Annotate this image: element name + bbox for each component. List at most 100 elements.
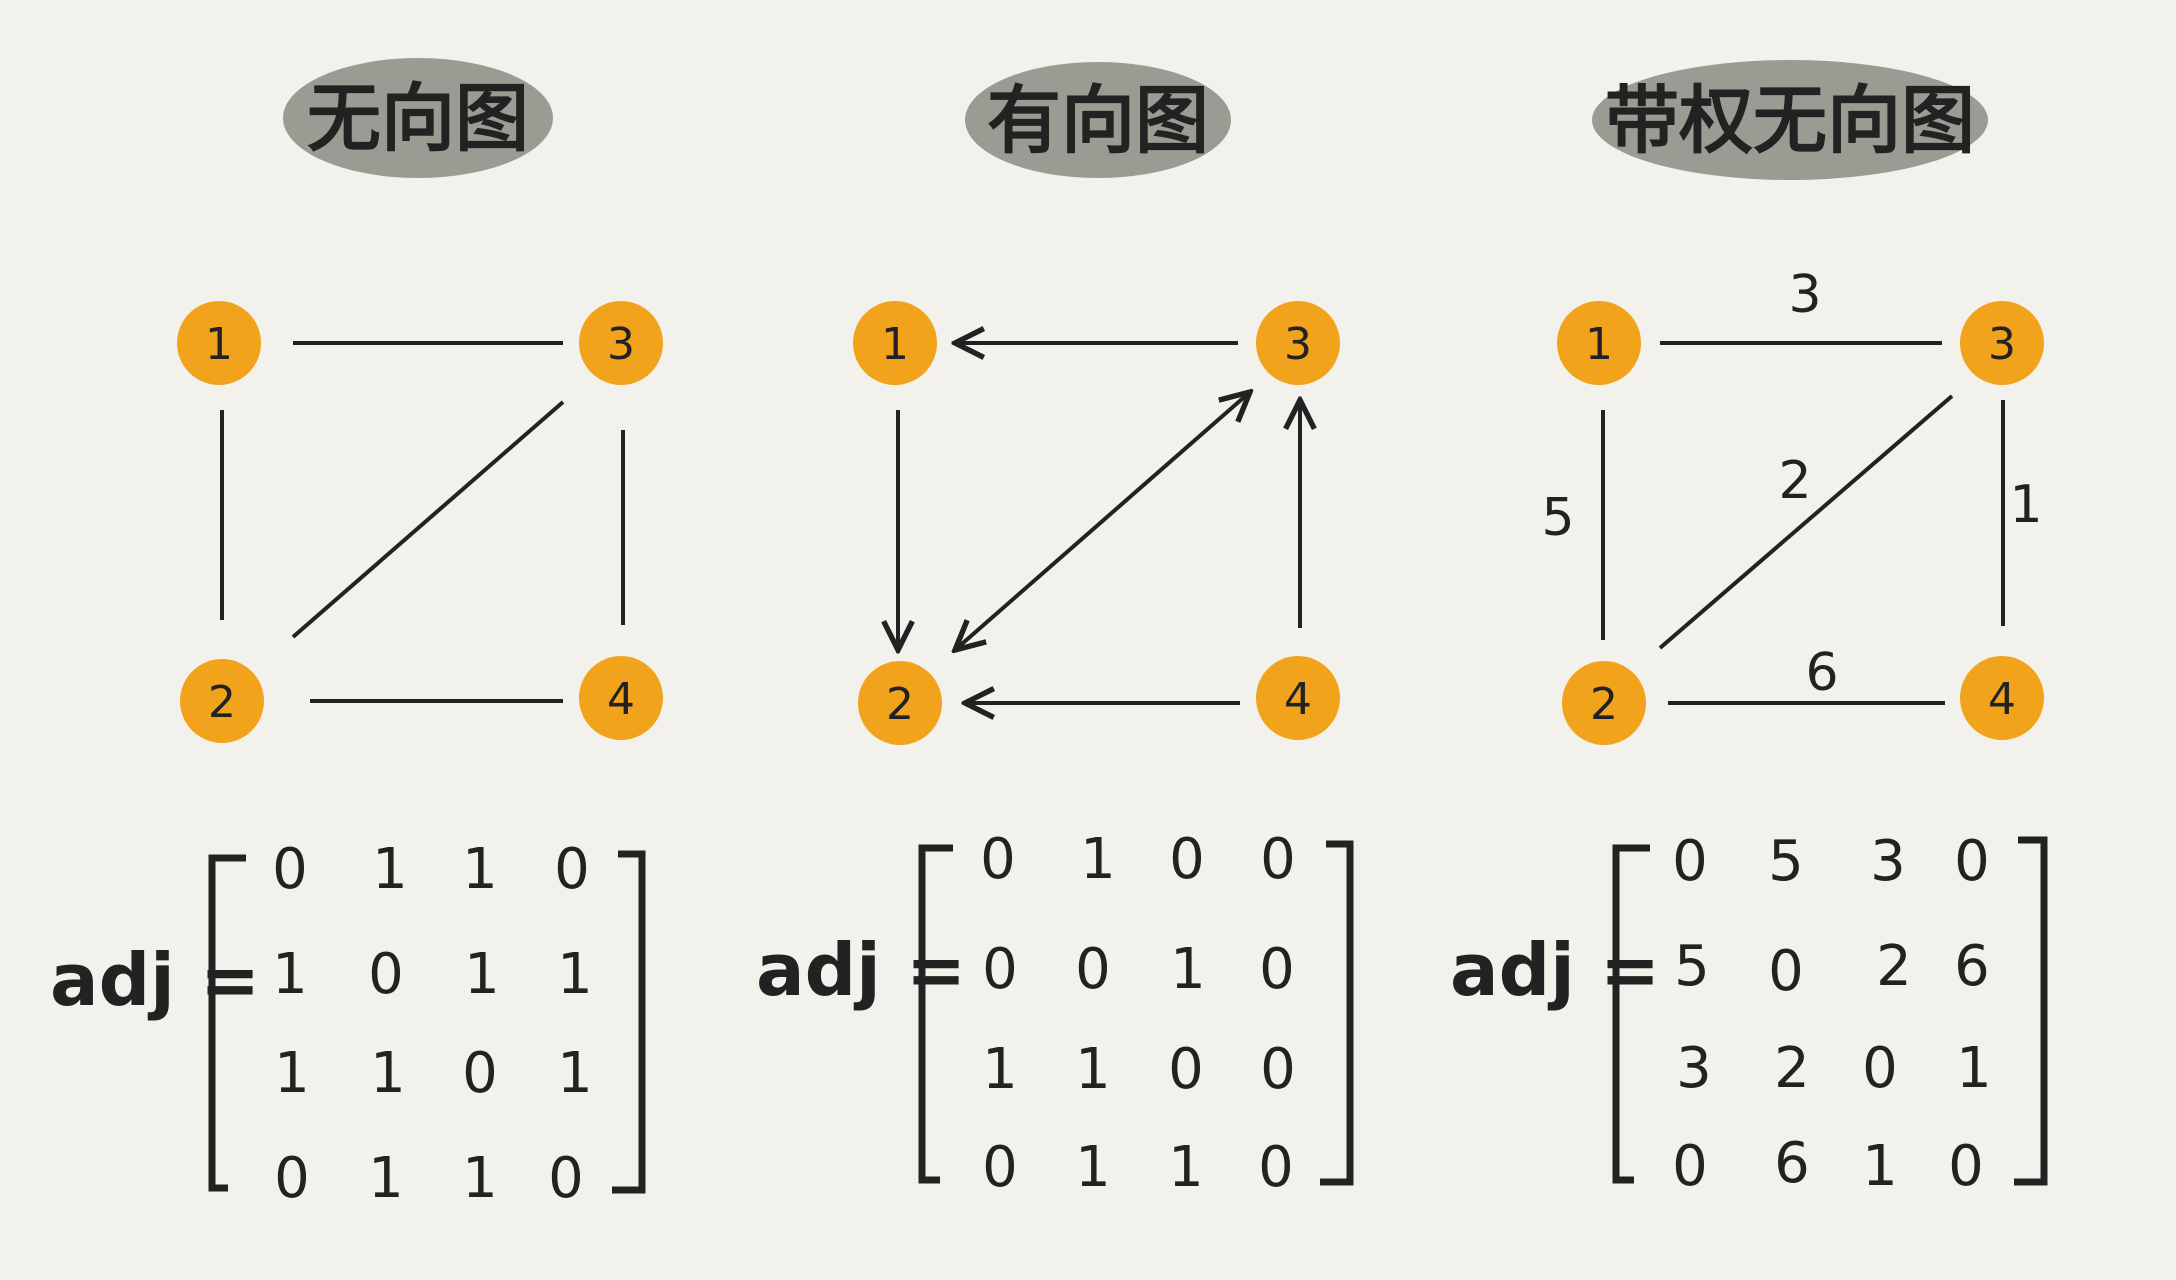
node-label: 3 <box>1988 319 2016 370</box>
matrix-cell: 0 <box>368 942 404 1007</box>
edge-2-3 <box>1658 394 1954 650</box>
edge-weight: 1 <box>2009 475 2042 535</box>
matrix-cell: 0 <box>1259 937 1295 1002</box>
node-3: 3 <box>1256 301 1340 385</box>
matrix-cell: 0 <box>1672 1134 1708 1199</box>
adj-label: adj = <box>1450 928 1660 1012</box>
matrix-cell: 0 <box>1260 1037 1296 1102</box>
matrix-cell: 1 <box>557 1041 593 1106</box>
matrix-cell: 1 <box>372 837 408 902</box>
matrix-cell: 6 <box>1954 934 1990 999</box>
node-4: 4 <box>1960 656 2044 740</box>
title-pill <box>1592 60 1988 180</box>
title-pill <box>965 62 1231 178</box>
node-label: 3 <box>607 319 635 370</box>
matrix-cell: 0 <box>1258 1135 1294 1200</box>
matrix-cell: 0 <box>982 1135 1018 1200</box>
matrix-cell: 0 <box>1672 829 1708 894</box>
panel-title: 无向图 <box>307 76 529 162</box>
matrix-cell: 1 <box>1080 827 1116 892</box>
matrix-cell: 1 <box>1075 1037 1111 1102</box>
panel-weighted: 带权无向图 3 5 2 1 6 1 3 2 4 adj = <box>1450 60 2048 1199</box>
node-label: 2 <box>886 679 914 730</box>
matrix-right-bracket <box>1320 840 1354 1186</box>
matrix-cell: 1 <box>272 942 308 1007</box>
matrix-cell: 0 <box>1169 827 1205 892</box>
matrix-cell: 0 <box>1862 1036 1898 1101</box>
edge-weight: 5 <box>1541 488 1574 548</box>
matrix-cell: 1 <box>1075 1135 1111 1200</box>
adj-label: adj = <box>756 928 966 1012</box>
edge-2-3 <box>955 392 1250 650</box>
node-3: 3 <box>579 301 663 385</box>
node-label: 4 <box>1988 674 2016 725</box>
edge-2-3 <box>291 400 565 639</box>
panel-directed: 有向图 1 3 2 4 adj = 0 1 0 0 0 <box>756 62 1354 1200</box>
node-4: 4 <box>1256 656 1340 740</box>
matrix-cell: 0 <box>980 827 1016 892</box>
matrix-cell: 6 <box>1774 1131 1810 1196</box>
node-3: 3 <box>1960 301 2044 385</box>
panel-undirected: 无向图 1 3 2 4 adj = 0 1 1 0 1 <box>50 58 663 1211</box>
adjacency-matrix: 0 1 0 0 0 0 1 0 1 1 0 0 0 1 1 0 <box>980 827 1296 1200</box>
node-1: 1 <box>1557 301 1641 385</box>
node-label: 1 <box>205 319 233 370</box>
matrix-cell: 1 <box>274 1041 310 1106</box>
matrix-cell: 0 <box>1954 829 1990 894</box>
matrix-cell: 3 <box>1870 829 1906 894</box>
matrix-cell: 0 <box>554 837 590 902</box>
matrix-cell: 5 <box>1768 829 1804 894</box>
matrix-right-bracket <box>612 850 646 1194</box>
node-2: 2 <box>858 661 942 745</box>
node-label: 3 <box>1284 319 1312 370</box>
edge-weight: 2 <box>1778 451 1811 511</box>
panel-title: 带权无向图 <box>1605 78 1975 164</box>
matrix-cell: 1 <box>462 1146 498 1211</box>
matrix-cell: 0 <box>1168 1037 1204 1102</box>
node-4: 4 <box>579 656 663 740</box>
matrix-cell: 1 <box>368 1146 404 1211</box>
adjacency-matrix: 0 1 1 0 1 0 1 1 1 1 0 1 0 1 1 0 <box>272 837 593 1211</box>
adj-label: adj = <box>50 938 260 1022</box>
adjacency-matrix: 0 5 3 0 5 0 2 6 3 2 0 1 0 6 1 0 <box>1672 829 1992 1199</box>
matrix-left-bracket <box>208 854 246 1192</box>
matrix-cell: 0 <box>548 1146 584 1211</box>
panel-title: 有向图 <box>987 78 1209 164</box>
matrix-cell: 1 <box>1956 1036 1992 1101</box>
matrix-cell: 1 <box>1862 1134 1898 1199</box>
node-label: 1 <box>881 319 909 370</box>
node-label: 2 <box>208 677 236 728</box>
matrix-cell: 5 <box>1674 934 1710 999</box>
matrix-cell: 1 <box>464 942 500 1007</box>
node-label: 4 <box>607 674 635 725</box>
matrix-cell: 2 <box>1876 934 1912 999</box>
edge-weight: 6 <box>1805 643 1838 703</box>
matrix-cell: 0 <box>274 1146 310 1211</box>
matrix-cell: 0 <box>1260 827 1296 892</box>
matrix-cell: 0 <box>462 1041 498 1106</box>
matrix-cell: 2 <box>1774 1036 1810 1101</box>
node-2: 2 <box>1562 661 1646 745</box>
matrix-left-bracket <box>918 844 953 1184</box>
matrix-cell: 1 <box>557 942 593 1007</box>
node-label: 1 <box>1585 319 1613 370</box>
matrix-cell: 1 <box>462 837 498 902</box>
node-label: 2 <box>1590 679 1618 730</box>
matrix-cell: 0 <box>272 837 308 902</box>
matrix-cell: 0 <box>1948 1134 1984 1199</box>
matrix-cell: 0 <box>982 937 1018 1002</box>
node-1: 1 <box>853 301 937 385</box>
node-2: 2 <box>180 659 264 743</box>
edge-weight: 3 <box>1788 265 1821 325</box>
matrix-cell: 1 <box>370 1041 406 1106</box>
matrix-cell: 0 <box>1075 937 1111 1002</box>
matrix-cell: 3 <box>1676 1036 1712 1101</box>
matrix-left-bracket <box>1612 844 1650 1184</box>
node-1: 1 <box>177 301 261 385</box>
matrix-cell: 1 <box>1168 1135 1204 1200</box>
matrix-right-bracket <box>2014 836 2048 1186</box>
matrix-cell: 1 <box>1170 937 1206 1002</box>
matrix-cell: 1 <box>982 1037 1018 1102</box>
title-pill <box>283 58 553 178</box>
